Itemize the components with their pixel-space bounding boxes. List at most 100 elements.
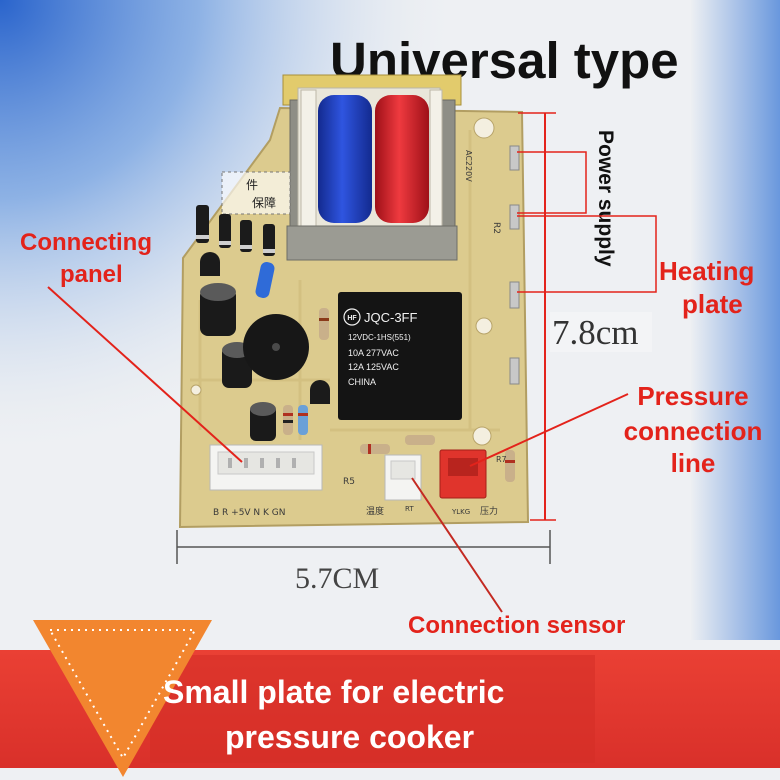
terminal-tab bbox=[509, 281, 520, 309]
mount-hole bbox=[473, 117, 495, 139]
height-dimension: 7.8cm bbox=[518, 112, 652, 521]
relay-coil: 12VDC-1HS(551) bbox=[348, 333, 411, 342]
resistor bbox=[360, 444, 390, 454]
connection-sensor-pointer bbox=[411, 477, 503, 613]
connector-pin bbox=[292, 458, 296, 468]
heating-plate-bracket bbox=[517, 215, 657, 293]
capacitor-top bbox=[250, 402, 276, 416]
watermark-char: 件 bbox=[246, 178, 258, 192]
triangle-dotted-border bbox=[48, 629, 197, 761]
heating-plate-callout: Heating plate bbox=[517, 215, 754, 319]
connector-slot bbox=[217, 451, 315, 475]
power-supply-callout: Power supply bbox=[517, 130, 617, 267]
buzzer-hole bbox=[272, 343, 280, 351]
diode-band bbox=[240, 245, 252, 249]
bottom-banner: Small plate for electric pressure cooker bbox=[0, 620, 780, 777]
silkscreen-temperature: 温度 bbox=[366, 505, 384, 517]
transformer-base bbox=[286, 225, 458, 261]
capacitor bbox=[200, 288, 236, 336]
pressure-label-line-1: Pressure bbox=[637, 381, 748, 411]
terminal-tab bbox=[509, 204, 520, 230]
heating-plate-label-line-1: Heating bbox=[659, 256, 754, 286]
silkscreen-r7: R7 bbox=[496, 455, 507, 464]
relay-rating-2: 12A 125VAC bbox=[348, 362, 399, 372]
connector-pin bbox=[228, 458, 232, 468]
red-coil bbox=[375, 95, 429, 223]
silkscreen-ac220v: AC220V bbox=[464, 150, 473, 182]
pcb-board: 件 保障 bbox=[178, 74, 530, 529]
mount-hole bbox=[190, 384, 202, 396]
watermark-box: 件 保障 bbox=[221, 171, 291, 215]
silkscreen-ylkg: YLKG bbox=[451, 508, 470, 516]
connection-sensor-label: Connection sensor bbox=[408, 612, 625, 639]
resistor-band bbox=[319, 318, 329, 321]
connector-pin bbox=[260, 458, 264, 468]
resistor bbox=[405, 435, 435, 445]
background-right-glow bbox=[690, 0, 780, 640]
resistor-band bbox=[298, 413, 308, 416]
connector-pin bbox=[244, 458, 248, 468]
resistor-band bbox=[368, 444, 371, 454]
orange-triangle bbox=[33, 620, 212, 777]
relay-body bbox=[338, 292, 462, 420]
silkscreen-rt: RT bbox=[405, 505, 414, 513]
resistor bbox=[298, 405, 308, 435]
connector-pin bbox=[276, 458, 280, 468]
diode-band bbox=[263, 249, 275, 253]
banner-text-panel bbox=[150, 655, 595, 763]
width-dimension: 5.7CM bbox=[176, 530, 551, 595]
resistor-band bbox=[283, 413, 293, 416]
transistor bbox=[310, 380, 330, 404]
pressure-label-line-2: connection bbox=[624, 416, 763, 446]
connection-sensor-callout: Connection sensor bbox=[408, 477, 625, 639]
height-label: 7.8cm bbox=[552, 313, 639, 352]
terminal-tab bbox=[509, 357, 520, 385]
watermark-text: 保障 bbox=[252, 195, 276, 210]
bobbin-flange bbox=[300, 89, 317, 231]
relay: HF JQC-3FF 12VDC-1HS(551) 10A 277VAC 12A… bbox=[338, 292, 462, 420]
diode-band bbox=[219, 241, 231, 245]
power-supply-bracket bbox=[517, 151, 587, 214]
relay-logo: HF bbox=[347, 315, 357, 322]
relay-origin: CHINA bbox=[348, 377, 376, 387]
diode bbox=[219, 214, 231, 248]
power-supply-label: Power supply bbox=[594, 130, 617, 267]
capacitor-top bbox=[200, 283, 236, 301]
resistor bbox=[319, 308, 329, 340]
diode-band bbox=[196, 235, 209, 239]
terminals bbox=[509, 145, 520, 385]
connecting-panel-callout: Connecting panel bbox=[20, 229, 243, 463]
diode bbox=[263, 224, 275, 256]
banner-line-2: pressure cooker bbox=[225, 719, 474, 755]
connecting-panel-connector bbox=[209, 444, 323, 491]
diodes bbox=[196, 205, 275, 256]
diode bbox=[196, 205, 209, 243]
connecting-panel-label-line-2: panel bbox=[60, 261, 123, 288]
resistor-band bbox=[283, 420, 293, 423]
banner-line-1: Small plate for electric bbox=[163, 674, 504, 710]
pressure-label-line-3: line bbox=[671, 448, 716, 478]
bobbin-flange bbox=[429, 89, 443, 231]
diode bbox=[240, 220, 252, 252]
relay-logo-ring bbox=[343, 308, 361, 326]
resistors bbox=[255, 262, 515, 482]
silkscreen-pressure: 压力 bbox=[480, 505, 498, 517]
pressure-connection-pointer bbox=[469, 393, 629, 467]
sensor-connector bbox=[384, 454, 422, 501]
silkscreen-r5: R5 bbox=[343, 477, 355, 487]
mount-hole bbox=[475, 317, 493, 335]
connector-slot bbox=[390, 460, 416, 480]
pressure-connector bbox=[439, 449, 487, 499]
blue-resistor bbox=[255, 262, 275, 298]
dimension-label-bg bbox=[550, 312, 652, 352]
silkscreen-pins: B R +5V N K GN bbox=[213, 508, 286, 518]
silkscreen-r2: R2 bbox=[491, 222, 501, 234]
mount-hole bbox=[472, 426, 492, 446]
width-label: 5.7CM bbox=[295, 562, 379, 595]
connector-slot bbox=[448, 458, 478, 476]
pressure-connection-callout: Pressure connection line bbox=[469, 381, 763, 478]
capacitors bbox=[200, 283, 276, 441]
resistor bbox=[505, 450, 515, 482]
